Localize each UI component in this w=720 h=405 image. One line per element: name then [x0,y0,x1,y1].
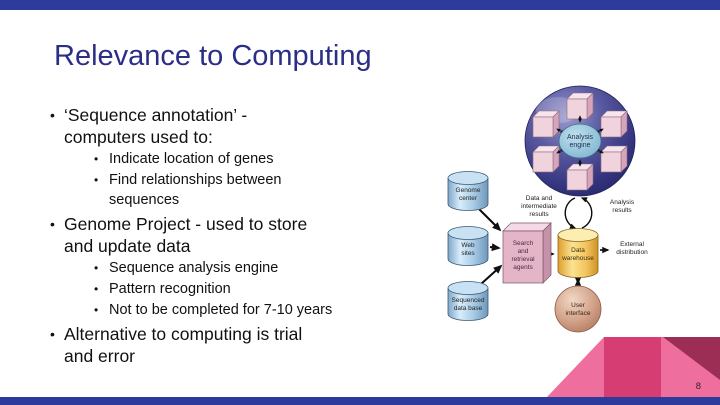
user-interface-node: User interface [554,285,602,333]
bullet-text-line: and update data [64,236,191,256]
bullet-marker: • [50,216,55,232]
bullet-item: • ‘Sequence annotation’ - computers used… [50,104,440,148]
decorative-triangle-maroon [663,337,720,380]
top-accent-bar [0,0,720,10]
cycle-labels: Data and intermediate results Analysis r… [521,195,635,218]
analysis-engine-label: Analysis [567,134,594,141]
sequenced-database-label: Sequenced [452,297,485,304]
web-sites-label: sites [461,250,475,257]
bullet-text-line: Alternative to computing is trial [64,324,303,344]
bullet-text-line: Sequence analysis engine [109,260,279,276]
bullet-text-line: Genome Project - used to store [64,214,308,234]
bullet-text-line: Pattern recognition [109,281,231,297]
analysis-engine-node: Analysis engine [558,123,602,159]
bullet-text-line: and error [64,346,136,366]
data-intermediate-label: results [529,211,549,218]
bottom-accent-bar [0,397,720,405]
page-number: 8 [695,381,701,392]
data-intermediate-label: Data and [526,195,553,202]
genome-center-label: Genome [456,187,481,194]
data-warehouse-node: Data warehouse [557,228,599,278]
bullet-item: • Not to be completed for 7-10 years [94,300,440,320]
bullet-text: Genome Project - used to store and updat… [64,213,307,257]
bullet-text: ‘Sequence annotation’ - computers used t… [64,104,247,148]
external-distribution-label: distribution [616,249,648,256]
analysis-engine-label: engine [569,142,590,149]
bullet-text-line: sequences [109,192,180,208]
search-agents-node: Search and retrieval agents [502,222,552,284]
bullet-text-line: computers used to: [64,127,213,147]
data-warehouse-label: warehouse [561,255,594,262]
web-sites-label: Web [461,242,475,249]
search-agents-label: Search [513,240,534,247]
corner-decoration [547,337,720,397]
bullet-marker: • [50,107,55,123]
analysis-results-label: results [612,207,632,214]
search-agents-label: agents [513,264,533,271]
external-distribution-label: External [620,241,644,248]
genome-center-node: Genome center [447,171,489,211]
data-intermediate-label: intermediate [521,203,557,210]
bullet-text: Alternative to computing is trial and er… [64,323,302,367]
genome-workflow-diagram: Analysis engine Data and intermediate re… [447,85,648,333]
bullet-item: • Genome Project - used to store and upd… [50,213,440,257]
bullet-text: Pattern recognition [109,279,231,299]
bullet-text-line: Not to be completed for 7-10 years [109,302,333,318]
bullet-marker: • [94,282,99,296]
genome-center-label: center [459,195,478,202]
bullet-marker: • [94,152,99,166]
bullet-marker: • [94,303,99,317]
cycle-arrows [564,197,593,229]
bullet-text: Not to be completed for 7-10 years [109,300,332,320]
page-title: Relevance to Computing [54,40,372,72]
web-sites-node: Web sites [447,226,489,266]
bullet-text-line: ‘Sequence annotation’ - [64,105,248,125]
analysis-results-label: Analysis [610,199,635,206]
bullet-list: • ‘Sequence annotation’ - computers used… [50,101,440,367]
bullet-item: • Find relationships between sequences [94,170,440,210]
data-warehouse-label: Data [571,247,585,254]
search-agents-label: retrieval [511,256,535,263]
bullet-text: Indicate location of genes [109,149,273,169]
bullet-item: • Indicate location of genes [94,149,440,169]
decorative-triangle-light [547,337,604,397]
user-interface-label: interface [566,310,591,317]
bullet-marker: • [94,173,99,187]
bullet-marker: • [94,261,99,275]
decorative-rect-dark [604,337,661,397]
sequenced-database-node: Sequenced data base [447,281,489,321]
sequenced-database-label: data base [454,305,483,312]
user-interface-label: User [571,302,586,309]
bullet-text-line: Find relationships between [109,172,282,188]
bullet-text: Find relationships between sequences [109,170,282,210]
bullet-item: • Sequence analysis engine [94,258,440,278]
external-distribution-label-group: External distribution [616,241,648,256]
bullet-marker: • [50,326,55,342]
search-agents-label: and [518,248,529,255]
bullet-text: Sequence analysis engine [109,258,278,278]
bullet-text-line: Indicate location of genes [109,151,274,167]
bullet-item: • Pattern recognition [94,279,440,299]
bullet-item: • Alternative to computing is trial and … [50,323,440,367]
